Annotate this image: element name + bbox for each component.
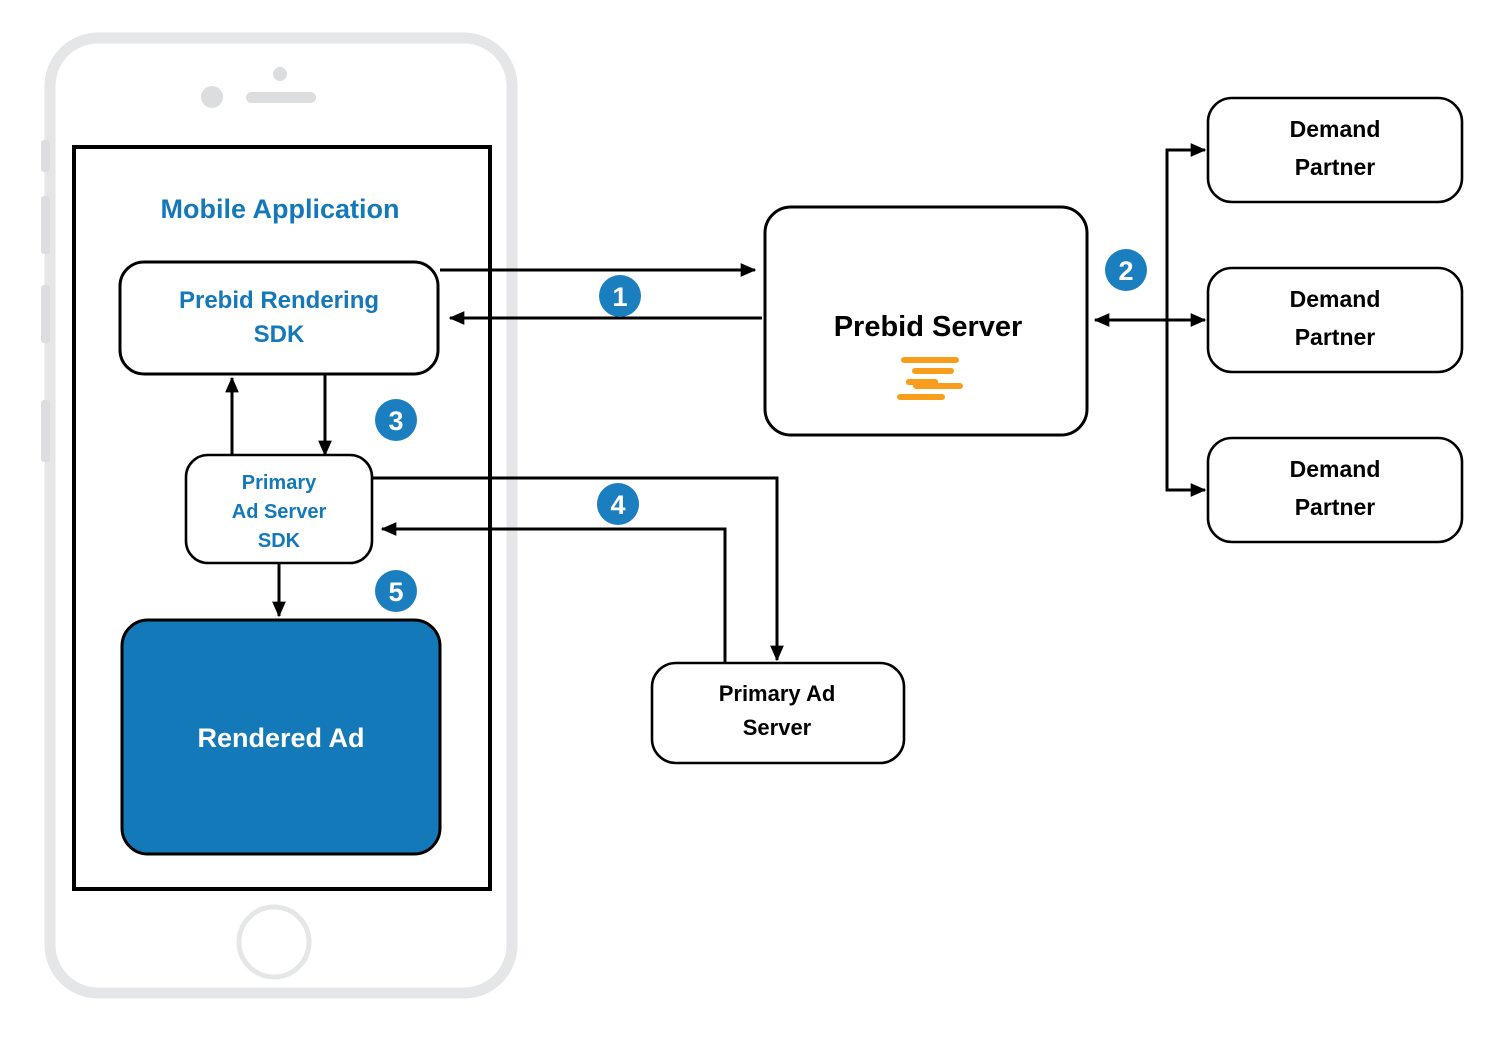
primary-ad-server-label-1: Primary Ad xyxy=(719,681,836,706)
rendered-ad-bg xyxy=(122,620,440,854)
step-badge-2: 2 xyxy=(1105,249,1147,291)
demand-partner-1-bg xyxy=(1208,98,1462,202)
prebid-rendering-sdk-label-1: Prebid Rendering xyxy=(179,287,379,314)
primary-ad-server-label-2: Server xyxy=(743,715,812,740)
demand-partner-3-label-2: Partner xyxy=(1295,494,1376,520)
demand-partner-1-label-1: Demand xyxy=(1290,116,1381,142)
app-screen-frame xyxy=(72,145,492,891)
connector-trunk-to-demand-partner-1 xyxy=(1165,143,1207,320)
step-badge-2-circle xyxy=(1105,249,1147,291)
step-badge-5: 5 xyxy=(375,570,417,612)
demand-partner-3-outline xyxy=(1206,436,1464,544)
node-primary-ad-server[interactable]: Primary Ad Server xyxy=(650,661,906,765)
camera-dot-icon xyxy=(201,86,223,108)
step-badge-2-label: 2 xyxy=(1118,256,1133,286)
step-badge-4: 4 xyxy=(597,483,639,525)
node-primary-ad-server-sdk[interactable]: Primary Ad Server SDK xyxy=(184,453,374,565)
step-badge-3-label: 3 xyxy=(388,406,403,436)
phone-side-button-mute-icon xyxy=(41,140,50,172)
primary-ad-server-bg xyxy=(652,663,904,763)
node-prebid-rendering-sdk[interactable]: Prebid Rendering SDK xyxy=(118,260,440,376)
step-badge-3: 3 xyxy=(375,399,417,441)
node-demand-partner-3[interactable]: Demand Partner xyxy=(1206,436,1464,544)
rendered-ad-label: Rendered Ad xyxy=(197,723,364,753)
primary-ad-server-sdk-outline xyxy=(184,453,374,565)
rendered-ad-outline xyxy=(120,618,442,856)
node-prebid-server[interactable]: Prebid Server xyxy=(763,205,1089,437)
demand-partner-2-label-1: Demand xyxy=(1290,286,1381,312)
demand-partner-3-bg xyxy=(1208,438,1462,542)
prebid-server-outline xyxy=(763,205,1089,437)
phone-side-button-volume-down-icon xyxy=(41,285,50,343)
connector-trunk-to-demand-partner-3 xyxy=(1165,320,1207,497)
node-demand-partner-1[interactable]: Demand Partner xyxy=(1206,96,1464,204)
step-badge-1-circle xyxy=(599,275,641,317)
home-button-icon xyxy=(236,904,312,980)
connector-adserver-sdk-to-primary-ad-server xyxy=(372,476,784,662)
mobile-application-title: Mobile Application xyxy=(161,194,400,224)
primary-ad-server-sdk-bg xyxy=(186,455,372,563)
step-badge-4-label: 4 xyxy=(610,490,625,520)
primary-ad-server-sdk-label-2: Ad Server xyxy=(232,501,327,523)
step-badge-5-label: 5 xyxy=(388,577,403,607)
prebid-rendering-sdk-label-2: SDK xyxy=(254,321,305,348)
sensor-dot-icon xyxy=(273,67,287,81)
step-badge-1: 1 xyxy=(599,275,641,317)
primary-ad-server-sdk-label-3: SDK xyxy=(258,530,301,552)
demand-partner-2-bg xyxy=(1208,268,1462,372)
primary-ad-server-outline xyxy=(650,661,906,765)
demand-partner-1-label-2: Partner xyxy=(1295,154,1376,180)
prebid-rendering-sdk-bg xyxy=(120,262,438,374)
primary-ad-server-sdk-label-1: Primary xyxy=(242,472,317,494)
phone-side-button-volume-up-icon xyxy=(41,196,50,254)
prebid-logo-icon xyxy=(897,357,963,400)
prebid-server-bg xyxy=(765,207,1087,435)
node-demand-partner-2[interactable]: Demand Partner xyxy=(1206,266,1464,374)
connector-primary-ad-server-to-adserver-sdk xyxy=(380,522,727,665)
step-badge-5-circle xyxy=(375,570,417,612)
prebid-server-label: Prebid Server xyxy=(834,311,1023,343)
node-rendered-ad[interactable]: Rendered Ad xyxy=(120,618,442,856)
demand-partner-3-label-1: Demand xyxy=(1290,456,1381,482)
demand-partner-2-label-2: Partner xyxy=(1295,324,1376,350)
step-badge-1-label: 1 xyxy=(612,282,627,312)
phone-side-button-power-icon xyxy=(41,400,50,462)
demand-partner-2-outline xyxy=(1206,266,1464,374)
speaker-bar-icon xyxy=(246,92,316,103)
step-badge-3-circle xyxy=(375,399,417,441)
step-badge-4-circle xyxy=(597,483,639,525)
demand-partner-1-outline xyxy=(1206,96,1464,204)
prebid-rendering-sdk-outline xyxy=(118,260,440,376)
